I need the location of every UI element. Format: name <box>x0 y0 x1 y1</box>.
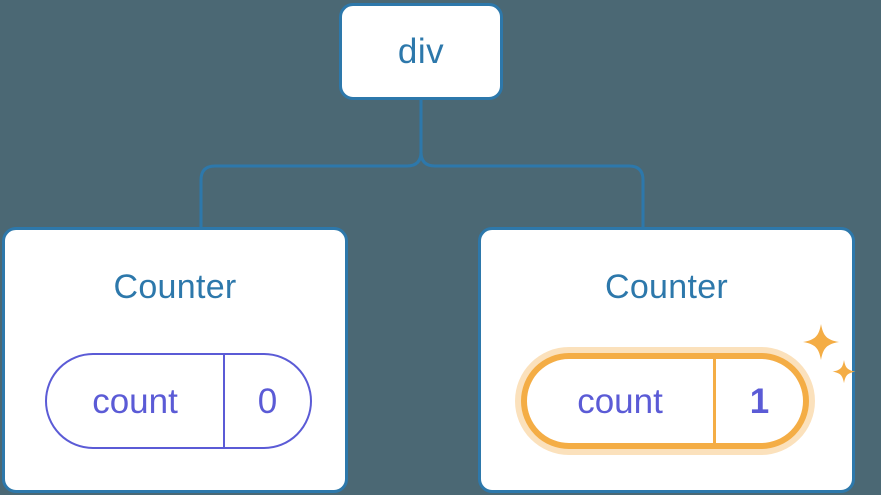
state-value: 1 <box>749 381 770 421</box>
state-key: count <box>527 359 716 443</box>
sparkle-small-icon <box>832 360 856 384</box>
state-key: count <box>47 355 225 447</box>
tree-node-root[interactable]: div <box>339 3 503 100</box>
sparkle-group <box>799 324 861 396</box>
component-title: Counter <box>113 268 237 306</box>
tree-node-counter-right[interactable]: Counter count 1 <box>478 227 856 493</box>
root-node-label: div <box>397 32 445 71</box>
state-pill-wrapper: count 0 <box>45 353 312 449</box>
component-title: Counter <box>604 268 729 306</box>
tree-node-counter-left[interactable]: Counter count 0 <box>2 227 348 493</box>
sparkle-large-icon <box>803 324 839 360</box>
state-pill-highlighted[interactable]: count 1 <box>521 353 809 449</box>
state-pill-wrapper: count 1 <box>521 353 809 449</box>
state-pill[interactable]: count 0 <box>45 353 312 449</box>
state-value: 0 <box>257 381 278 421</box>
